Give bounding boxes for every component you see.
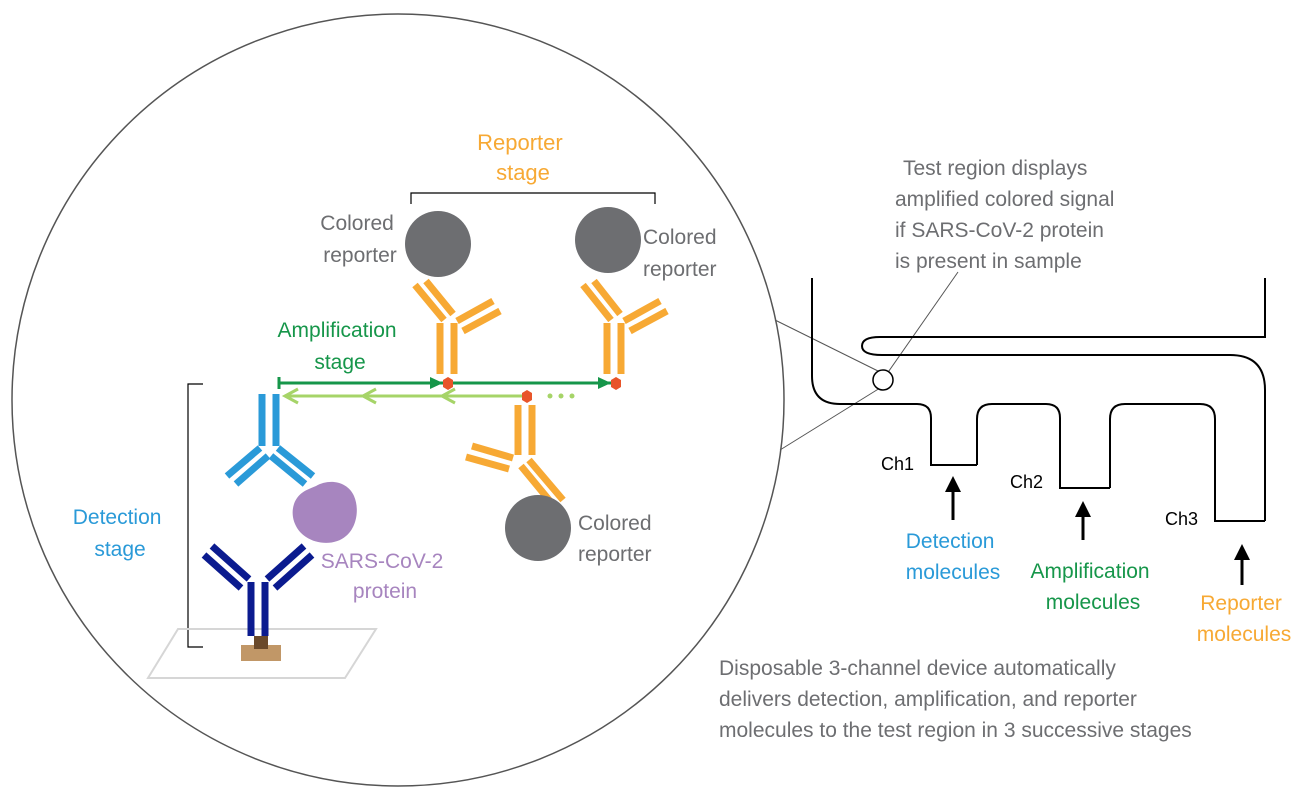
detection-antibody [224, 394, 316, 487]
channel-arrows [951, 488, 1244, 585]
test-region-circle [872, 369, 894, 391]
reporter-molecules-label: Reporter molecules [1197, 592, 1292, 646]
device-note: Disposable 3-channel device automaticall… [719, 657, 1192, 742]
anchor-block [254, 636, 268, 649]
reporter-antibody-right [580, 278, 669, 374]
continuation-dots [547, 393, 575, 399]
colored-reporter-right-label: Colored reporter [643, 226, 722, 281]
colored-reporter-right [575, 207, 641, 273]
arrow-head-ch1 [945, 476, 961, 492]
detection-molecules-label: Detection molecules [906, 530, 1001, 584]
sars-protein-label: SARS-CoV-2 protein [321, 550, 449, 603]
light-green-backbone [281, 387, 524, 405]
detection-stage-label: Detection stage [73, 506, 168, 561]
colored-reporter-left-label: Colored reporter [320, 212, 399, 267]
ch3-label: Ch3 [1165, 509, 1198, 529]
ch2-label: Ch2 [1010, 472, 1043, 492]
detection-stage-bracket [187, 383, 203, 648]
green-arrowhead-2 [598, 377, 611, 389]
zoom-circle [11, 13, 785, 787]
attachment-points [443, 377, 621, 403]
zoom-line-bottom [779, 387, 881, 451]
device-outline [811, 278, 1266, 522]
amplification-molecules-label: Amplification molecules [1031, 560, 1156, 614]
surface-plate [146, 628, 378, 679]
reporter-antibody-left [412, 278, 502, 374]
colored-reporter-left [405, 211, 471, 277]
green-arrowhead-1 [430, 377, 443, 389]
reporter-stage-label: Reporter stage [477, 130, 569, 185]
capture-antibody [201, 543, 315, 636]
arrow-head-ch2 [1075, 501, 1091, 517]
colored-reporter-bottom [505, 495, 571, 561]
amplification-stage-label: Amplification stage [278, 319, 403, 374]
colored-reporter-bottom-label: Colored reporter [578, 512, 657, 566]
zoom-line-top [774, 319, 881, 373]
sars-cov-2-protein-blob [292, 481, 357, 543]
anchor-base [241, 645, 281, 661]
ch1-label: Ch1 [881, 454, 914, 474]
reporter-antibody-bottom [465, 405, 566, 509]
arrow-head-ch3 [1234, 544, 1250, 560]
test-region-note: Test region displays amplified colored s… [895, 157, 1120, 273]
test-region-pointer [883, 271, 959, 379]
reporter-stage-bracket [410, 192, 656, 204]
